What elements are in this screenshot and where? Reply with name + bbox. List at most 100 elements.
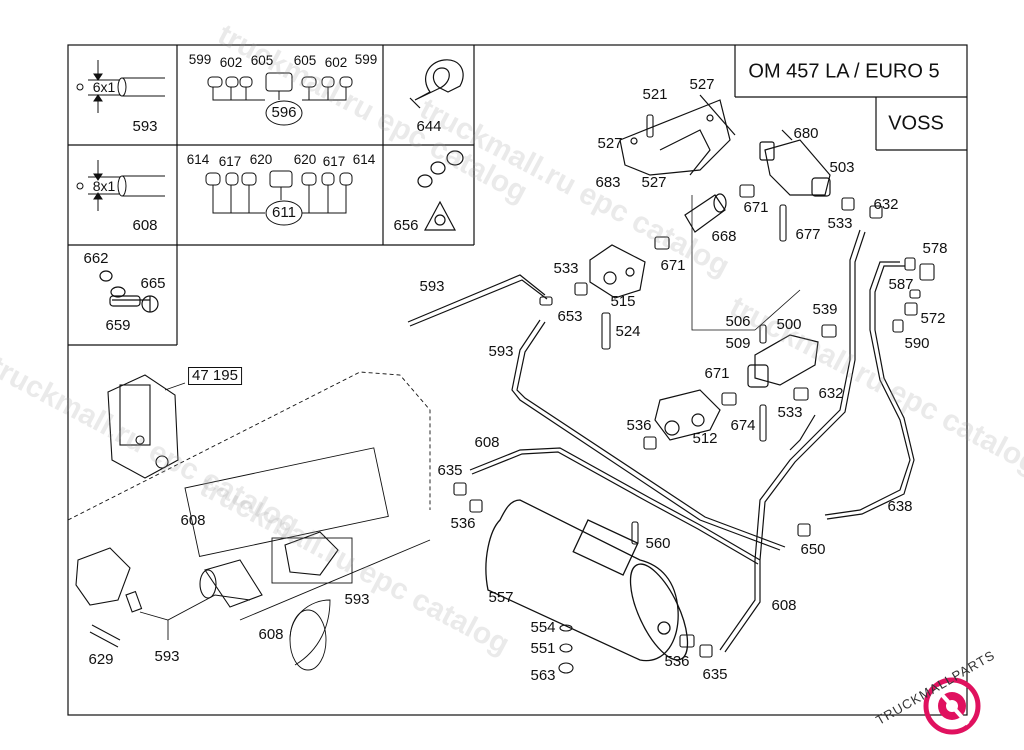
part-label: 587 (888, 276, 914, 293)
inset-part-608: 608 (132, 217, 158, 234)
part-label: 677 (795, 226, 821, 243)
valve-512 (654, 389, 721, 441)
part-label: 593 (344, 591, 370, 608)
kit-611-drawing (205, 170, 353, 226)
clamp-644-label: 644 (416, 118, 442, 135)
part-label: 536 (664, 653, 690, 670)
kit-596-part: 602 (219, 55, 243, 70)
rings-656-drawing (417, 150, 464, 231)
part-label: 536 (450, 515, 476, 532)
part-label: 608 (771, 597, 797, 614)
kit-596-label: 596 (271, 104, 297, 121)
part-label: 671 (743, 199, 769, 216)
kit-596-part: 599 (188, 52, 212, 67)
part-label: 500 (776, 316, 802, 333)
part-label: 515 (610, 293, 636, 310)
kit-611-part: 614 (352, 152, 376, 167)
part-label: 608 (180, 512, 206, 529)
part-label: 578 (922, 240, 948, 257)
part-label: 638 (887, 498, 913, 515)
kit-596-part: 605 (250, 53, 274, 68)
valve-503 (759, 129, 831, 197)
tank-557 (485, 499, 689, 662)
bolt-group-drawing (99, 270, 159, 313)
bolt-group-665: 665 (140, 275, 166, 292)
part-label: 533 (553, 260, 579, 277)
part-label: 653 (557, 308, 583, 325)
part-label: 650 (800, 541, 826, 558)
part-label: 572 (920, 310, 946, 327)
part-label: 629 (88, 651, 114, 668)
kit-596-part: 602 (324, 55, 348, 70)
part-label: 533 (777, 404, 803, 421)
part-label: 551 (530, 640, 556, 657)
part-label: 632 (873, 196, 899, 213)
truckmall-logo (923, 677, 981, 735)
bolt-group-662: 662 (83, 250, 109, 267)
kit-596-part: 599 (354, 52, 378, 67)
inset-part-593: 593 (132, 118, 158, 135)
bracket-683 (619, 94, 736, 176)
part-label: 608 (474, 434, 500, 451)
part-label: 533 (827, 215, 853, 232)
kit-611-part: 617 (322, 154, 346, 169)
diagram-frame (67, 44, 968, 716)
chassis-sketch (67, 371, 431, 671)
part-label: 527 (641, 174, 667, 191)
part-label: 512 (692, 430, 718, 447)
kit-596-drawing (207, 72, 353, 126)
part-label: 557 (488, 589, 514, 606)
part-label: 683 (595, 174, 621, 191)
part-label: 671 (660, 257, 686, 274)
valve-500 (747, 334, 819, 388)
part-label-47195: 47 195 (188, 367, 242, 385)
part-label: 527 (597, 135, 623, 152)
part-label: 527 (689, 76, 715, 93)
filter-668 (684, 193, 727, 233)
pipe-593-dimension: 6x1 (92, 79, 116, 95)
part-label: 509 (725, 335, 751, 352)
part-label: 632 (818, 385, 844, 402)
leader-lines (164, 195, 801, 391)
part-label: 521 (642, 86, 668, 103)
part-label: 539 (812, 301, 838, 318)
part-label: 560 (645, 535, 671, 552)
part-label: 503 (829, 159, 855, 176)
kit-611-label: 611 (272, 204, 296, 221)
manufacturer-title: VOSS (888, 112, 944, 135)
part-label: 674 (730, 417, 756, 434)
pipe-6x1-drawing (76, 60, 165, 113)
part-label: 680 (793, 125, 819, 142)
kit-611-part: 614 (186, 152, 210, 167)
part-label: 593 (419, 278, 445, 295)
pipe-lines (407, 229, 915, 653)
valve-629 (75, 547, 143, 648)
part-label: 563 (530, 667, 556, 684)
part-label: 668 (711, 228, 737, 245)
part-label: 524 (615, 323, 641, 340)
part-label: 554 (530, 619, 556, 636)
part-label: 671 (704, 365, 730, 382)
engine-model-title: OM 457 LA / EURO 5 (748, 60, 940, 83)
part-label: 590 (904, 335, 930, 352)
valve-515 (589, 244, 646, 299)
kit-611-part: 620 (293, 152, 317, 167)
pipe-608-dimension: 8x1 (92, 178, 116, 194)
rings-656-label: 656 (393, 217, 419, 234)
clamp-644-drawing (409, 59, 464, 109)
part-label: 536 (626, 417, 652, 434)
part-label: 608 (258, 626, 284, 643)
part-label: 506 (725, 313, 751, 330)
kit-596-part: 605 (293, 53, 317, 68)
bolt-group-659: 659 (105, 317, 131, 334)
pipe-8x1-drawing (76, 160, 165, 211)
tank-sketch-608 (199, 531, 339, 608)
part-label: 635 (437, 462, 463, 479)
part-label: 593 (488, 343, 514, 360)
compressor-47195 (107, 374, 179, 479)
fittings (453, 114, 935, 674)
part-label: 635 (702, 666, 728, 683)
part-label: 593 (154, 648, 180, 665)
kit-611-part: 617 (218, 154, 242, 169)
